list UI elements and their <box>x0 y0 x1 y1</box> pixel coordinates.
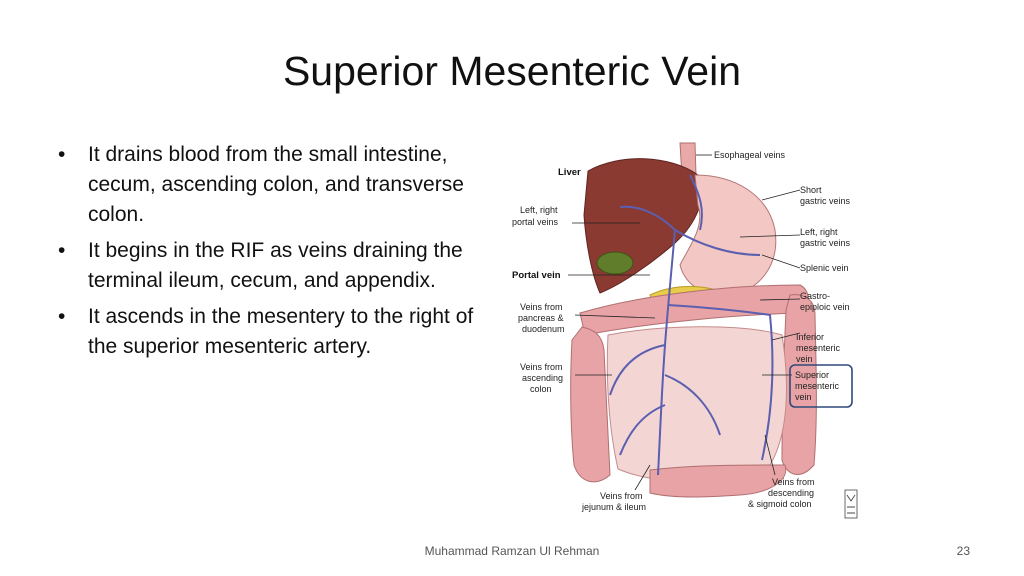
ascending-colon-shape <box>570 326 611 483</box>
label-gastric-veins: gastric veins <box>800 238 851 248</box>
label-gastroepiploic: epiploic vein <box>800 302 850 312</box>
bullet-text: It begins in the RIF as veins draining t… <box>88 239 463 292</box>
bullet-item: • It drains blood from the small intesti… <box>56 140 496 230</box>
bullet-item: • It ascends in the mesentery to the rig… <box>56 302 496 362</box>
label-inferior-mesenteric: mesenteric <box>796 343 841 353</box>
label-portal-vein: Portal vein <box>512 270 561 281</box>
label-esophageal-veins: Esophageal veins <box>714 150 786 160</box>
bullet-list: • It drains blood from the small intesti… <box>56 140 496 368</box>
bullet-icon: • <box>58 305 66 328</box>
gallbladder-shape <box>596 251 634 275</box>
label-jejunum-veins: Veins from <box>600 491 643 501</box>
label-superior-mesenteric: mesenteric <box>795 381 840 391</box>
sigmoid-colon-shape <box>649 464 787 498</box>
label-short-gastric: gastric veins <box>800 196 851 206</box>
label-splenic-vein: Splenic vein <box>800 263 849 273</box>
label-portal-veins: portal veins <box>512 217 559 227</box>
label-ascending-veins: colon <box>530 384 552 394</box>
label-pancreas-veins: pancreas & <box>518 313 564 323</box>
label-superior-mesenteric: Superior <box>795 370 829 380</box>
bullet-text: It drains blood from the small intestine… <box>88 143 464 226</box>
bullet-icon: • <box>58 239 66 262</box>
label-jejunum-veins: jejunum & ileum <box>581 502 646 512</box>
label-ascending-veins: Veins from <box>520 362 563 372</box>
label-descending-veins: & sigmoid colon <box>748 499 812 509</box>
label-ascending-veins: ascending <box>522 373 563 383</box>
slide-title: Superior Mesenteric Vein <box>282 48 742 94</box>
label-short-gastric: Short <box>800 185 822 195</box>
vein-network <box>609 174 774 476</box>
label-portal-veins: Left, right <box>520 205 558 215</box>
label-gastric-veins: Left, right <box>800 227 838 237</box>
bullet-text: It ascends in the mesentery to the right… <box>88 305 474 358</box>
label-leader-lines <box>568 154 801 491</box>
label-inferior-mesenteric: vein <box>796 354 813 364</box>
label-pancreas-veins: Veins from <box>520 302 563 312</box>
bullet-icon: • <box>58 143 66 166</box>
small-intestine-shape <box>606 326 787 482</box>
label-gastroepiploic: Gastro- <box>800 291 830 301</box>
bullet-item: • It begins in the RIF as veins draining… <box>56 236 496 296</box>
highlight-box <box>789 364 853 408</box>
label-descending-veins: descending <box>768 488 814 498</box>
anatomy-figure: Liver Left, right portal veins Portal ve… <box>512 142 858 519</box>
publisher-logo-mark-icon <box>844 489 858 519</box>
label-inferior-mesenteric: Inferior <box>796 332 824 342</box>
footer-author: Muhammad Ramzan Ul Rehman <box>424 544 600 558</box>
page-number: 23 <box>956 544 970 558</box>
label-pancreas-veins: duodenum <box>522 324 565 334</box>
label-liver: Liver <box>558 167 581 178</box>
label-superior-mesenteric: vein <box>795 392 812 402</box>
label-descending-veins: Veins from <box>772 477 815 487</box>
